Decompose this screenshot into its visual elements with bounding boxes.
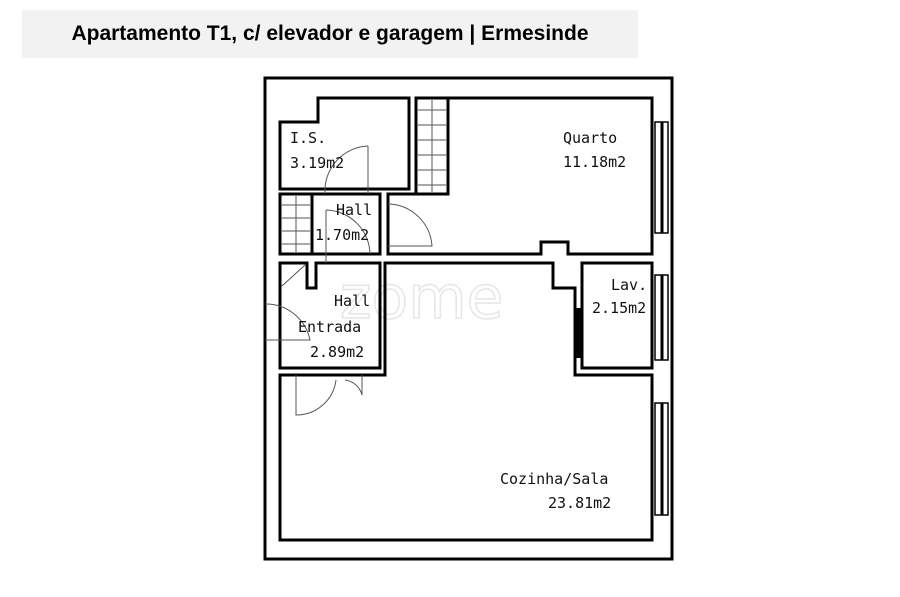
room-area: 11.18m2 bbox=[563, 153, 626, 171]
room-label: Lav. bbox=[611, 276, 647, 294]
room-label: Quarto bbox=[563, 129, 617, 147]
windows bbox=[654, 121, 669, 516]
room-label: Hall bbox=[336, 201, 372, 219]
door-swings bbox=[264, 145, 433, 416]
room-label: I.S. bbox=[290, 129, 326, 147]
room-label: Cozinha/Sala bbox=[500, 470, 608, 488]
wardrobe-hall bbox=[278, 192, 314, 256]
room-area: 3.19m2 bbox=[290, 154, 344, 172]
watermark: zome bbox=[340, 263, 504, 333]
room-label: Entrada bbox=[298, 318, 361, 336]
room-label: Hall bbox=[334, 292, 370, 310]
wardrobe-hatch bbox=[418, 100, 446, 192]
outer-wall bbox=[263, 76, 674, 561]
room-is bbox=[278, 96, 411, 191]
room-area: 23.81m2 bbox=[548, 494, 611, 512]
room-quarto bbox=[386, 96, 654, 256]
room-hall-entrada bbox=[278, 261, 382, 370]
room-area: 1.70m2 bbox=[315, 226, 369, 244]
room-cozinha-sala bbox=[278, 261, 654, 542]
room-area: 2.89m2 bbox=[310, 343, 364, 361]
listing-title: Apartamento T1, c/ elevador e garagem | … bbox=[71, 22, 589, 45]
title-bar bbox=[22, 10, 638, 58]
room-area: 2.15m2 bbox=[592, 299, 646, 317]
